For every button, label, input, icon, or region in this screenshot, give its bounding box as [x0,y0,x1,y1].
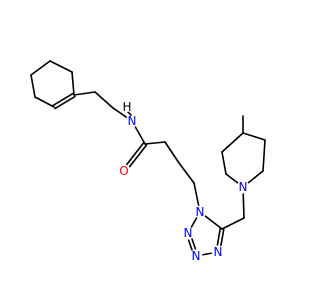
atom-bg-n_t2 [183,228,193,238]
bond-c_co-c9 [144,141,166,145]
atom-label-n_t4: N [214,245,223,259]
bond-n_t2-n_t3-a [187,239,193,251]
bond-p2-p3 [221,151,227,175]
bond-c9-c10 [164,141,180,164]
atom-bg-n_t4 [213,247,223,257]
atom-label-n_t2: N [184,226,193,240]
bond-c7-c8 [94,91,114,109]
bond-n_pip-p2 [225,173,239,184]
bond-n_t4-c_t5-b [216,227,222,246]
atom-label-n_t1: N [196,205,205,219]
bond-p6-n_pip [247,170,264,184]
bond-c3-c4 [34,96,55,108]
bond-n_amide-h_amide [127,111,132,116]
atom-label-n_amide: N [128,114,137,128]
bond-c11-n_t1 [193,182,200,206]
bonds-layer [30,60,266,256]
bond-n_t3-n_t4 [202,252,212,256]
atom-bg-n_pip [238,182,248,192]
bond-c_t5-n_t1 [204,215,223,230]
bond-n_t2-n_t3-b [191,238,197,250]
bond-c2-c3 [30,74,36,98]
bond-c10-c11 [178,162,195,184]
bond-c1-c2 [30,60,51,76]
bond-c4-c5-b [52,92,74,107]
atom-label-o_co: O [119,164,128,178]
bond-c12-n_pip [242,193,245,219]
atom-label-n_pip: N [239,180,248,194]
bond-n_t4-c_t5-a [220,228,225,247]
atom-bg-o_co [119,166,129,176]
bond-p5-p6 [262,139,266,172]
atom-bg-n_amide [127,116,137,126]
atom-label-n_t3: N [192,249,201,263]
atom-bg-n_t1 [195,207,205,217]
bond-c_t5-c12 [221,217,245,230]
bond-p3-p4 [221,132,244,153]
bond-c5-c7 [73,91,96,96]
bond-p4-p5 [242,132,266,141]
bond-c8-n_amide [112,107,128,118]
atom-bg-n_t3 [191,251,201,261]
bond-c_co-o_co-a [126,142,145,166]
atom-bg-h_amide [122,102,132,112]
atom-label-h_amide: H [122,100,131,114]
bond-c5-c6 [71,71,75,96]
bond-n_t1-n_t2 [190,217,198,228]
bond-n_amide-c_co [134,126,146,145]
bond-c6-c1 [49,60,73,73]
bond-c4-c5-a [54,95,76,110]
bond-c_co-o_co-b [128,144,148,168]
